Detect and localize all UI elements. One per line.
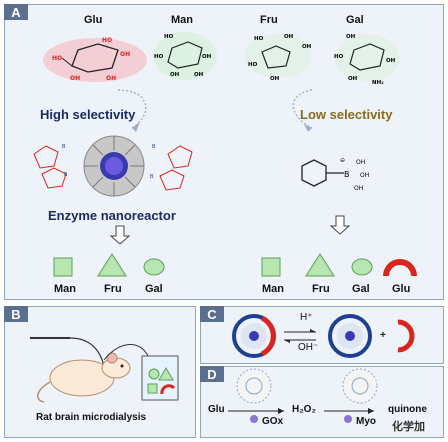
svg-text:OH: OH (120, 51, 130, 58)
svg-text:HO: HO (102, 37, 112, 44)
glu-label-d: Glu (208, 404, 225, 415)
svg-text:HO: HO (52, 55, 62, 62)
left-result-man: Man (54, 283, 76, 295)
glucose-structure: HO OH OH OH HO (43, 37, 147, 82)
low-selectivity-label: Low selectivity (300, 107, 393, 122)
panel-d-tag: D (200, 366, 224, 382)
svg-text:OH: OH (348, 76, 358, 82)
svg-text:OH: OH (270, 76, 280, 82)
svg-text:B: B (150, 174, 154, 180)
myo-label: Myo (356, 416, 376, 427)
down-arrow-right (329, 215, 351, 235)
svg-text:NH₂: NH₂ (372, 80, 384, 86)
panel-b-tag: B (4, 306, 28, 322)
mannose-structure: HO HO OH OH OH (153, 32, 217, 80)
svg-text:OH: OH (202, 54, 212, 60)
left-results-shapes (53, 253, 165, 277)
svg-text:OH: OH (360, 172, 369, 179)
sugar-label-man: Man (171, 14, 193, 26)
panel-a-tag: A (4, 4, 28, 20)
svg-text:B: B (152, 144, 156, 150)
svg-text:OH: OH (284, 34, 294, 40)
sugar-label-glu: Glu (84, 14, 103, 26)
curved-arrow-right (292, 89, 313, 132)
galactose-structure: OH HO OH OH NH₂ (334, 34, 399, 86)
svg-text:OH: OH (106, 75, 116, 82)
svg-text:⊖: ⊖ (340, 157, 345, 164)
curved-arrow-left (117, 89, 147, 132)
enzyme-nanoreactor-graphic: B B B B (33, 135, 193, 197)
oh-minus-label: OH⁻ (298, 342, 319, 353)
h-plus-label: H⁺ (300, 312, 313, 323)
fructose-structure: HO OH OH HO OH (244, 34, 312, 82)
h2o2-label: H₂O₂ (292, 404, 316, 415)
enzyme-nanoreactor-label: Enzyme nanoreactor (48, 208, 176, 223)
panel-c (200, 306, 444, 364)
svg-text:OH: OH (302, 44, 312, 50)
svg-text:HO: HO (164, 34, 174, 40)
svg-text:OH: OH (70, 75, 80, 82)
svg-text:B: B (64, 172, 68, 178)
svg-text:HO: HO (334, 54, 344, 60)
right-results-shapes (261, 253, 417, 277)
left-result-fru: Fru (104, 283, 122, 295)
right-result-glu: Glu (392, 283, 411, 295)
quinone-label: quinone (388, 404, 427, 415)
left-result-gal: Gal (145, 283, 163, 295)
right-result-man: Man (262, 283, 284, 295)
microdialysis-caption: Rat brain microdialysis (36, 412, 147, 423)
svg-text:HO: HO (254, 36, 264, 42)
panel-d-liposomes (236, 368, 378, 404)
svg-text:OH: OH (356, 159, 365, 166)
svg-text:OH: OH (386, 58, 396, 64)
svg-text:HO: HO (248, 62, 258, 68)
high-selectivity-label: High selectivity (40, 107, 136, 122)
svg-text:OH: OH (170, 72, 180, 78)
down-arrow-left (109, 225, 131, 245)
gox-label: GOx (262, 416, 284, 427)
panel-c-tag: C (200, 306, 224, 322)
rat-microdialysis-illustration (30, 337, 179, 403)
phenylboronic-acid-structure: B ⊖ OH OH OH (301, 157, 369, 192)
svg-text:OH: OH (354, 185, 363, 192)
sugar-label-gal: Gal (346, 14, 364, 26)
panel-c-reaction (232, 314, 415, 358)
right-result-fru: Fru (312, 283, 330, 295)
svg-text:B: B (62, 144, 66, 150)
right-result-gal: Gal (352, 283, 370, 295)
svg-text:OH: OH (194, 72, 204, 78)
svg-text:HO: HO (154, 54, 164, 60)
watermark: 化学加 (392, 421, 425, 433)
svg-text:OH: OH (346, 34, 356, 40)
sugar-label-fru: Fru (260, 14, 278, 26)
plus-sign: + (380, 330, 386, 341)
svg-text:B: B (344, 170, 350, 179)
panel-d-arrows (228, 408, 374, 423)
